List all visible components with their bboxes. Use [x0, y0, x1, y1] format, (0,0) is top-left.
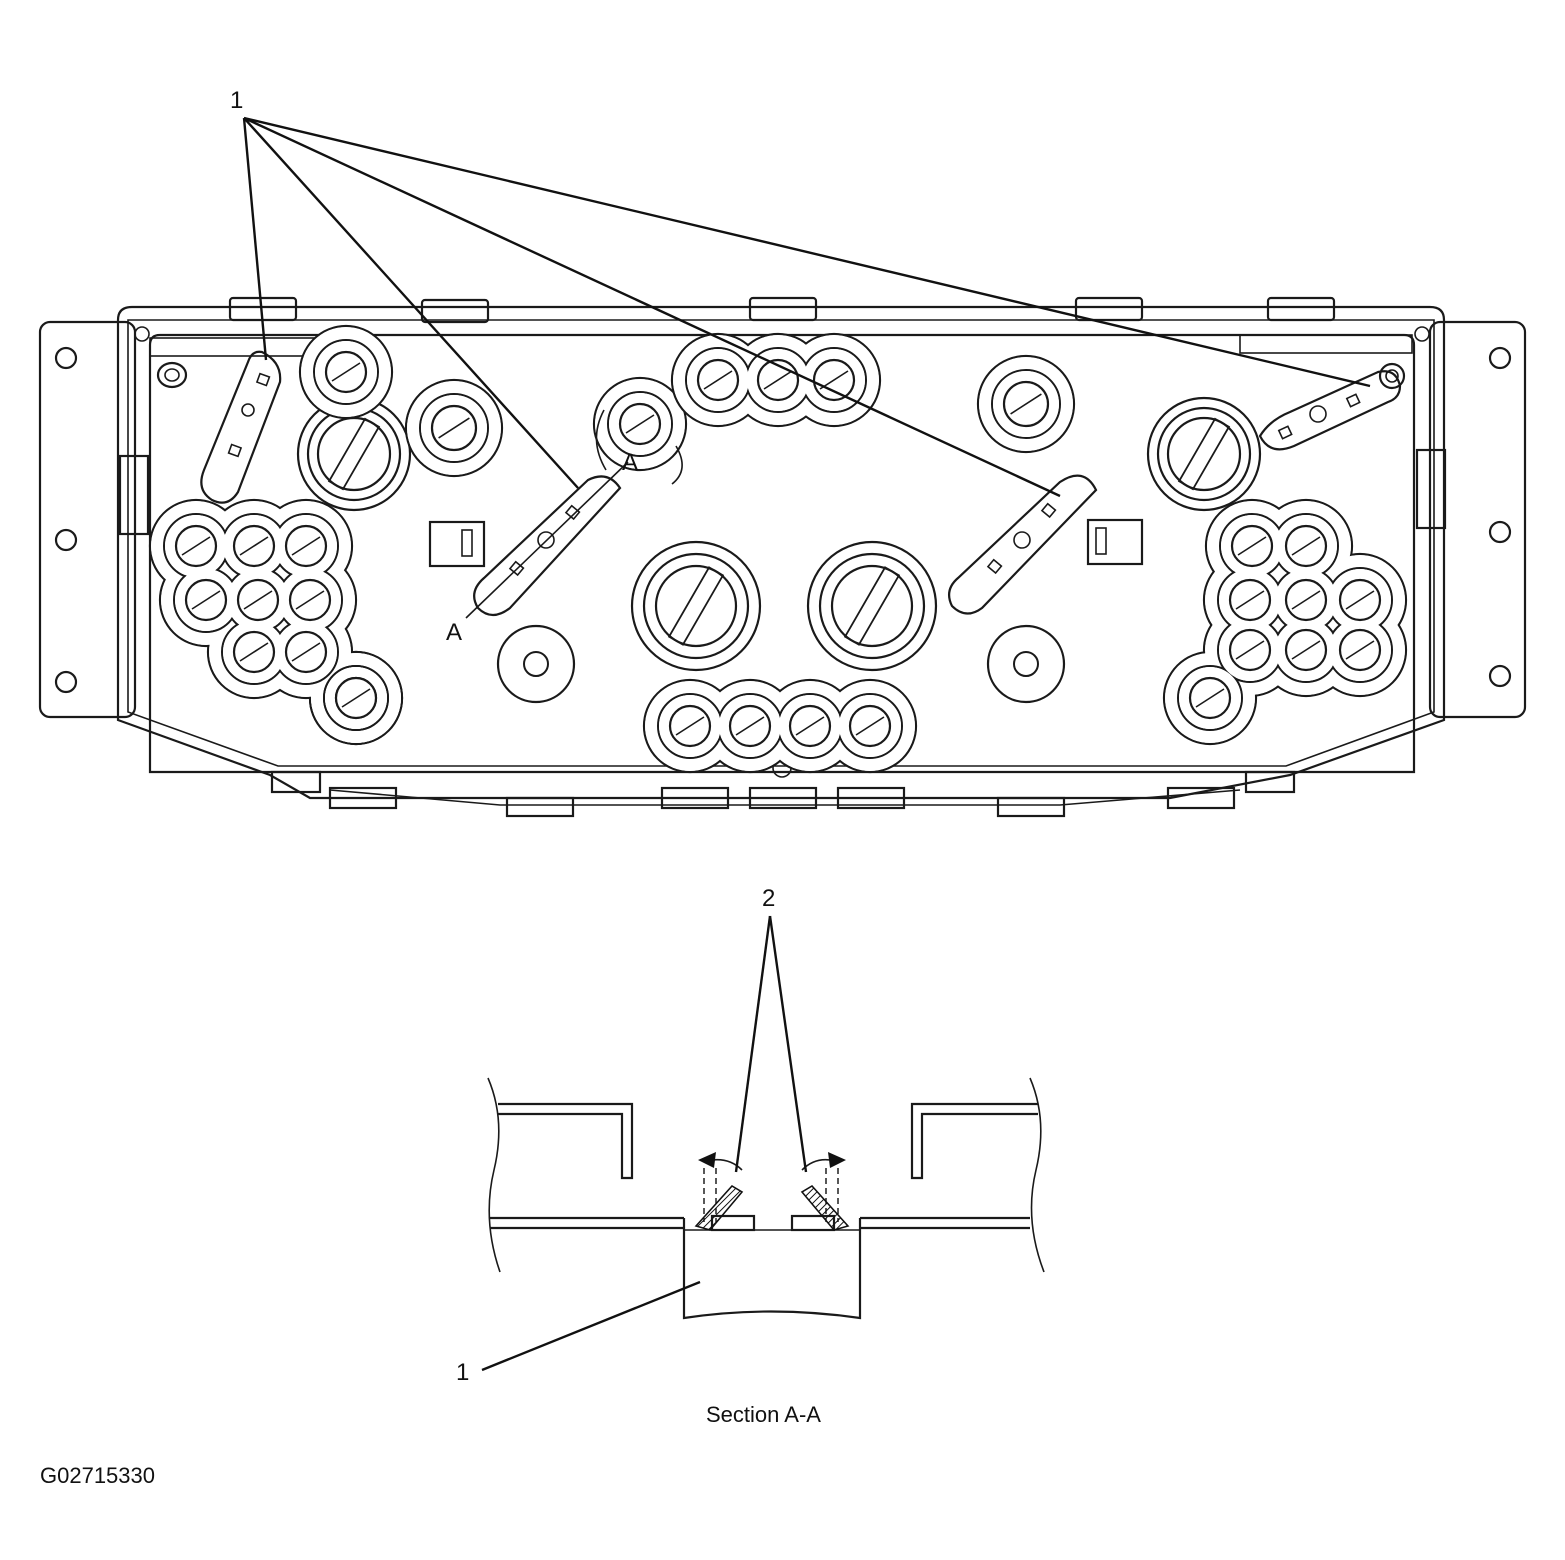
retainer-clip [200, 350, 282, 504]
alignment-post [1378, 362, 1406, 390]
terminal-block [1086, 518, 1144, 566]
board-plate [490, 1216, 1030, 1230]
break-line-left [487, 1077, 501, 1273]
locking-tab-right [800, 1184, 850, 1231]
socket-key [1010, 393, 1042, 415]
arc-detail [595, 409, 607, 471]
mounting-hole [54, 528, 78, 552]
callout-1-top: 1 [230, 87, 243, 114]
case-outline [116, 305, 1446, 800]
side-tab-left [118, 454, 150, 536]
break-line-right [1029, 1077, 1045, 1273]
socket-key [331, 362, 361, 382]
retainer-clips [200, 350, 1402, 617]
section-mark-a-top: A [622, 449, 638, 476]
terminal-block [1095, 527, 1107, 555]
socket-body [682, 1218, 862, 1320]
socket-key [181, 536, 211, 556]
section-caption: Section A-A [706, 1402, 821, 1427]
side-tab-right [1415, 448, 1447, 530]
socket-key [763, 370, 793, 390]
socket-key [625, 414, 655, 434]
gauge-socket [654, 564, 738, 648]
socket-key [191, 590, 221, 610]
round-socket-center [523, 651, 549, 677]
socket-key [291, 536, 321, 556]
socket-key [855, 716, 885, 736]
callout-1-leaders [242, 116, 1371, 498]
socket-key [1237, 536, 1267, 556]
callout-2: 2 [762, 885, 775, 912]
release-arrow-right-head [828, 1152, 846, 1168]
socket-key [703, 370, 733, 390]
socket-key [1291, 536, 1321, 556]
socket-key [1235, 590, 1265, 610]
socket-key [1291, 640, 1321, 660]
release-arrow-right [801, 1158, 831, 1171]
socket-key [1291, 590, 1321, 610]
gauge-socket [1166, 416, 1242, 492]
mounting-hole [54, 670, 78, 694]
retainer-clip [947, 474, 1098, 615]
gauge-socket-slot [327, 417, 381, 491]
alignment-post [156, 361, 188, 389]
alignment-post [164, 368, 180, 382]
section-detail [481, 915, 1045, 1372]
socket-key [1345, 640, 1375, 660]
section-line-a-a [465, 461, 629, 619]
figure-id: G02715330 [40, 1463, 155, 1488]
gauge-socket [830, 564, 914, 648]
round-socket-center [1013, 651, 1039, 677]
socket-key [341, 688, 371, 708]
retainer-clip [1258, 370, 1402, 451]
socket-key [291, 642, 321, 662]
socket-key [239, 642, 269, 662]
socket-key [795, 716, 825, 736]
terminal-block [461, 529, 473, 557]
section-mark-a-bottom: A [446, 619, 462, 646]
socket-key [239, 536, 269, 556]
gauge-socket-slot [843, 566, 901, 646]
socket-key [675, 716, 705, 736]
bulb-socket-layer [148, 324, 1408, 774]
release-arrow-left-head [698, 1152, 716, 1168]
lens-left [498, 1102, 634, 1180]
bottom-tabs [270, 770, 1296, 818]
case-inner-outline [127, 319, 1435, 767]
socket-key [438, 417, 470, 439]
corner-hole [1414, 326, 1430, 342]
gauge-socket-slot [667, 566, 725, 646]
mounting-hole [1488, 520, 1512, 544]
gauge-socket [316, 416, 392, 492]
mounting-hole [1488, 664, 1512, 688]
socket-key [735, 716, 765, 736]
gauge-socket-slot [1177, 417, 1231, 491]
left-mounting-flange [38, 320, 137, 719]
socket-key [1345, 590, 1375, 610]
locking-tab-left [694, 1184, 744, 1231]
lens-right [910, 1102, 1038, 1180]
terminal-block [428, 520, 486, 568]
tab-release-position [703, 1168, 839, 1222]
mounting-hole [1488, 346, 1512, 370]
arc-detail [671, 445, 683, 485]
lens-bottom-edge [329, 789, 1241, 806]
callout-1-section: 1 [456, 1359, 469, 1386]
right-mounting-flange [1428, 320, 1527, 719]
socket-key [243, 590, 273, 610]
socket-key [295, 590, 325, 610]
retainer-clip [473, 475, 622, 617]
socket-key [1195, 688, 1225, 708]
socket-key [1235, 640, 1265, 660]
mounting-hole [54, 346, 78, 370]
alignment-post [1385, 369, 1399, 383]
corner-hole [134, 326, 150, 342]
